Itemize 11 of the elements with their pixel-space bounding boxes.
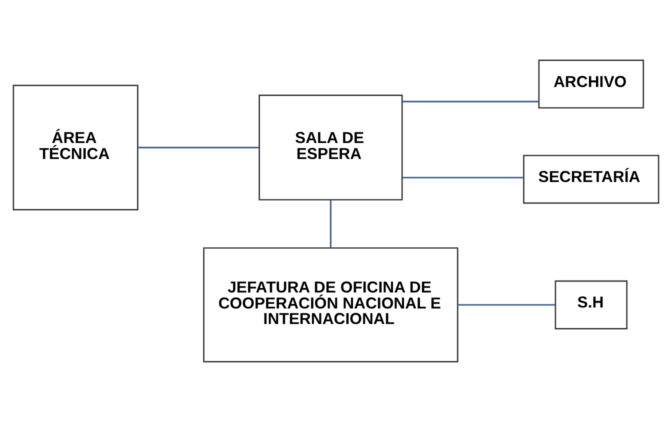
connector <box>138 146 260 148</box>
connector <box>402 100 539 102</box>
node-box: JEFATURA DE OFICINA DE COOPERACIÓN NACIONAL E INTERNACIONAL <box>203 246 458 362</box>
connector <box>458 304 556 306</box>
node-box: SALA DE ESPERA <box>258 94 403 200</box>
node-box: ARCHIVO <box>538 59 644 108</box>
node-box: SECRETARÍA <box>523 154 660 204</box>
connector <box>330 199 332 248</box>
node-box: S.H <box>554 280 628 329</box>
connector <box>402 176 524 178</box>
node-box: ÁREA TÉCNICA <box>12 84 138 210</box>
